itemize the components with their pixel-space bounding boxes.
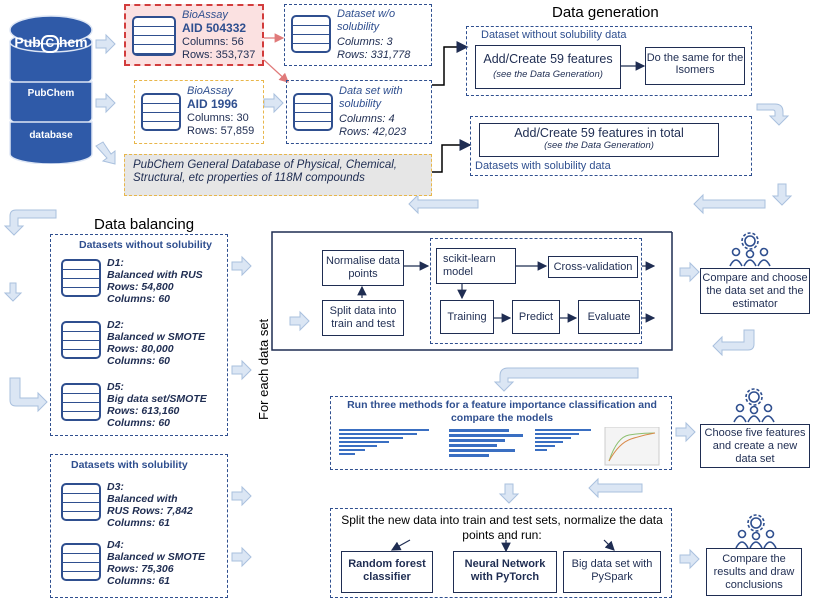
d5-table-icon [61,383,101,421]
predict-box: Predict [512,300,560,334]
d1-table-icon [61,259,101,297]
data-generation-title: Data generation [552,4,659,21]
aid504332-id: AID 504332 [182,21,247,35]
aid1996-rows: Rows: 57,859 [187,125,255,137]
ds-with-columns: Columns: 4 [339,113,395,125]
add-59-total-box: Add/Create 59 features in total (see the… [479,123,719,157]
datasets-without-solubility-box: Datasets without solubility D1:Balanced … [50,234,228,436]
wo-header: Datasets without solubility [79,239,213,251]
for-each-data-set-label: For each data set [256,318,271,420]
sklearn-box: scikit-learn model [436,248,516,284]
dataset-with-solubility-box: Data set with solubility Columns: 4 Rows… [286,80,432,144]
compare-choose-box: Compare and choose the data set and the … [700,268,810,314]
add-59-label: Add/Create 59 features [483,52,613,66]
aid1996-columns: Columns: 30 [187,112,249,124]
ds-wo-columns: Columns: 3 [337,36,393,48]
database-label-2: database [29,130,73,141]
fi-title: Run three methods for a feature importan… [347,399,657,424]
ds-wo-title: Dataset w/o solubility [337,8,396,33]
team-gear-icon [729,232,771,267]
team-gear-icon-2 [733,388,775,423]
dataset-without-solubility-box: Dataset w/o solubility Columns: 3 Rows: … [284,4,432,66]
add-59-features-box: Add/Create 59 features (see the Data Gen… [475,45,621,89]
aid504332-label: BioAssay [182,9,228,21]
general-database-box: PubChem General Database of Physical, Ch… [124,154,432,196]
final-run-box: Split the new data into train and test s… [330,508,672,598]
aid504332-columns: Columns: 56 [182,36,244,48]
datagen-wo-label: Dataset without solubility data [481,29,627,41]
data-balancing-title: Data balancing [94,216,195,233]
d2-table-icon [61,321,101,359]
table-icon [293,93,333,131]
evaluate-box: Evaluate [578,300,640,334]
feature-importance-box: Run three methods for a feature importan… [330,396,672,470]
training-box: Training [440,300,494,334]
choose-five-box: Choose five features and create a new da… [700,424,810,468]
table-icon [291,15,331,53]
normalise-box: Normalise data points [322,250,404,286]
add-59-total-note: (see the Data Generation) [544,140,654,151]
database-cylinder-icon [9,15,93,164]
d3-table-icon [61,483,101,521]
model-group-box [430,238,642,344]
with-header: Datasets with solubility [71,459,188,471]
add-59-total-label: Add/Create 59 features in total [514,126,684,140]
d4-table-icon [61,543,101,581]
datagen-with-label: Datasets with solubility data [475,160,611,172]
aid504332-rows: Rows: 353,737 [182,49,256,61]
split-box: Split data into train and test [322,300,404,336]
aid1996-id: AID 1996 [187,97,238,111]
bioassay-1996-box: BioAssay AID 1996 Columns: 30 Rows: 57,8… [134,80,264,144]
pyspark-box: Big data set with PySpark [563,551,661,593]
bioassay-504332-box: BioAssay AID 504332 Columns: 56 Rows: 35… [124,4,264,66]
team-gear-icon-3 [735,514,777,549]
cross-validation-box: Cross-validation [548,256,638,278]
table-icon [132,16,176,56]
aid1996-label: BioAssay [187,85,233,97]
isomers-box: Do the same for the Isomers [645,47,745,85]
datagen-without-solubility-box: Dataset without solubility data Add/Crea… [466,26,752,96]
ds-with-title: Data set with solubility [339,85,403,110]
compare-results-box: Compare the results and draw conclusions [706,548,802,596]
random-forest-box: Random forest classifier [341,551,433,593]
datasets-with-solubility-box: Datasets with solubility D3:Balanced wit… [50,454,228,598]
add-59-note: (see the Data Generation) [493,69,603,80]
table-icon [141,93,181,131]
neural-network-box: Neural Network with PyTorch [453,551,557,593]
database-label-1: PubChem [27,88,75,99]
feature-importance-thumbnails [339,427,660,466]
datagen-with-solubility-box: Add/Create 59 features in total (see the… [470,116,752,176]
ds-wo-rows: Rows: 331,778 [337,49,411,61]
final-text: Split the new data into train and test s… [341,513,663,542]
ds-with-rows: Rows: 42,023 [339,126,407,138]
